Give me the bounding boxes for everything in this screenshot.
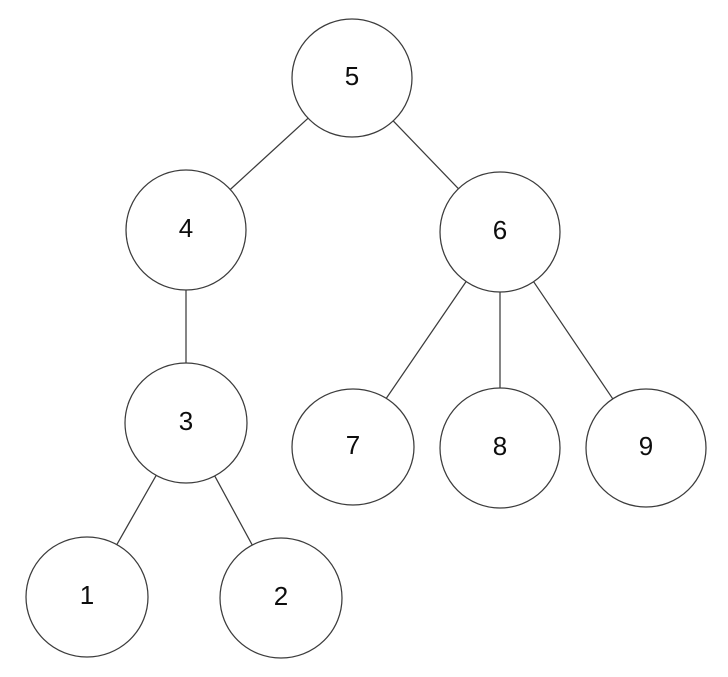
edges-layer	[116, 117, 614, 546]
tree-node-circle-2[interactable]	[219, 537, 343, 659]
tree-node-circle-9[interactable]	[585, 388, 707, 508]
tree-node-4[interactable]: 4	[125, 169, 247, 291]
tree-node-9[interactable]: 9	[585, 388, 707, 508]
tree-edge-3-1	[116, 474, 157, 546]
nodes-layer: 5 4 6 3 7 8 9 1 2	[25, 18, 707, 659]
tree-node-label-7: 7	[346, 430, 360, 460]
tree-node-label-6: 6	[493, 215, 507, 245]
tree-node-circle-6[interactable]	[439, 171, 561, 293]
tree-node-label-8: 8	[493, 431, 507, 461]
tree-node-label-2: 2	[274, 581, 288, 611]
tree-node-3[interactable]: 3	[124, 362, 248, 484]
tree-edge-6-7	[385, 280, 467, 399]
tree-node-8[interactable]: 8	[439, 387, 561, 509]
tree-node-7[interactable]: 7	[291, 388, 415, 506]
tree-node-label-1: 1	[80, 580, 94, 610]
tree-edge-3-2	[214, 475, 253, 546]
tree-edge-6-9	[532, 281, 614, 400]
tree-node-label-9: 9	[639, 431, 653, 461]
tree-node-circle-1[interactable]	[25, 536, 149, 658]
tree-node-5[interactable]: 5	[291, 18, 413, 138]
tree-node-label-5: 5	[345, 61, 359, 91]
tree-node-label-4: 4	[179, 213, 193, 243]
tree-edge-5-4	[229, 117, 309, 191]
tree-node-6[interactable]: 6	[439, 171, 561, 293]
tree-node-circle-8[interactable]	[439, 387, 561, 509]
tree-node-circle-5[interactable]	[291, 18, 413, 138]
tree-node-circle-3[interactable]	[124, 362, 248, 484]
tree-node-circle-4[interactable]	[125, 169, 247, 291]
tree-node-2[interactable]: 2	[219, 537, 343, 659]
tree-edge-5-6	[392, 120, 460, 190]
tree-node-circle-7[interactable]	[291, 388, 415, 506]
tree-node-label-3: 3	[179, 406, 193, 436]
tree-node-1[interactable]: 1	[25, 536, 149, 658]
